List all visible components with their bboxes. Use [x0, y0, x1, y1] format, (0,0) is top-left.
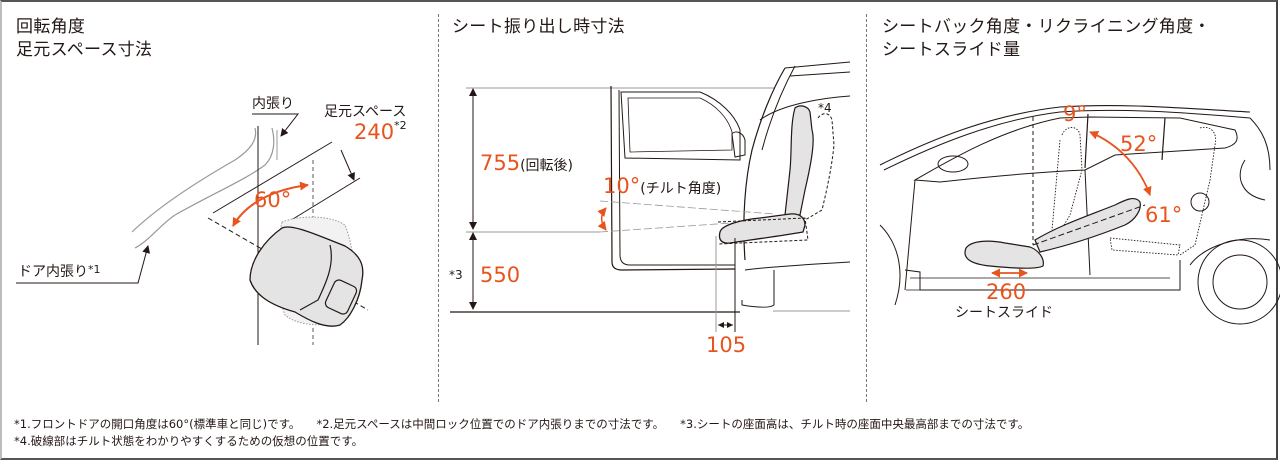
door-trim-label: ドア内張り*1 [18, 263, 101, 280]
footnote-4: *4.破線部はチルト状態をわかりやすくするための仮想の位置です。 [14, 434, 364, 448]
door-trim-note: *1 [88, 263, 101, 276]
panel-divider-1 [438, 14, 439, 402]
seatback-angle: 9° [1063, 102, 1087, 126]
offset-value: 105 [706, 333, 747, 357]
panel-divider-2 [866, 14, 867, 402]
footnote-3: *3.シートの座面高は、チルト時の座面中央最高部までの寸法です。 [680, 417, 1030, 431]
rotation-illustration [16, 113, 369, 345]
height-after-rotation-label: (回転後) [520, 158, 574, 174]
footnote-row-2: *4.破線部はチルト状態をわかりやすくするための仮想の位置です。 [14, 433, 1045, 450]
footnote-1: *1.フロントドアの開口角度は60°(標準車と同じ)です。 [14, 417, 301, 431]
inner-trim-label: 内張り [252, 96, 294, 112]
panel-title-seatback-line2: シートスライド量 [882, 40, 1021, 60]
panel-title-swing-out: シート振り出し時寸法 [452, 17, 625, 37]
footnotes: *1.フロントドアの開口角度は60°(標準車と同じ)です。 *2.足元スペースは中… [14, 416, 1045, 450]
slide-value: 260 [986, 280, 1027, 304]
recline-total-angle: 61° [1145, 203, 1183, 227]
height-after-rotation: 755(回転後) [480, 151, 574, 175]
slide-label: シートスライド [955, 305, 1053, 321]
panel-title-rotation-line2: 足元スペース寸法 [16, 40, 153, 60]
panel-title-seatback-line1: シートバック角度・リクライニング角度・ [882, 17, 1211, 37]
dashed-position-note: *4 [818, 101, 832, 115]
tilt-angle-label: (チルト角度) [640, 181, 722, 197]
footnote-2: *2.足元スペースは中間ロック位置でのドア内張りまでの寸法です。 [316, 417, 665, 431]
recline-angle: 52° [1120, 132, 1158, 156]
seat-height-note: *3 [449, 268, 463, 282]
foot-space-note: *2 [394, 119, 407, 132]
seat-height-value: 550 [480, 263, 521, 287]
foot-space-label: 足元スペース [324, 104, 407, 120]
seatback-illustration [879, 104, 1280, 325]
panel-title-rotation-line1: 回転角度 [16, 17, 86, 37]
rotation-angle-value: 60° [254, 188, 292, 212]
foot-space-value: 240*2 [354, 119, 407, 144]
swing-out-illustration [450, 61, 851, 332]
footnote-row-1: *1.フロントドアの開口角度は60°(標準車と同じ)です。 *2.足元スペースは中… [14, 416, 1045, 433]
tilt-angle: 10°(チルト角度) [603, 174, 722, 198]
